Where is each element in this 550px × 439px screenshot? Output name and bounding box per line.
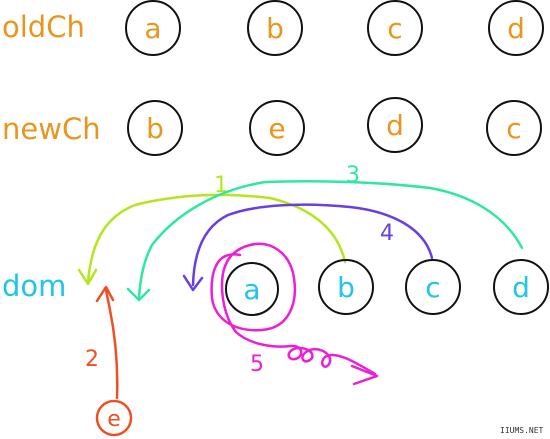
newch-node-b: b — [127, 100, 183, 156]
dom-row-label: dom — [2, 269, 66, 303]
step1-arrow — [86, 193, 347, 284]
newch-row-label: newCh — [2, 112, 101, 146]
oldch-node-b-label: b — [266, 12, 284, 45]
oldch-node-a-label: a — [144, 12, 161, 45]
newch-node-e-label: e — [268, 112, 285, 145]
new-element-e: e — [95, 399, 133, 437]
step2-arrowhead — [95, 285, 115, 303]
step2-arrow — [104, 288, 119, 400]
oldch-node-a: a — [125, 0, 181, 56]
dom-node-d: d — [493, 259, 549, 315]
oldch-node-c: c — [367, 0, 423, 56]
watermark: IIUMS.NET — [500, 426, 544, 435]
step3-label: 3 — [346, 163, 360, 188]
newch-node-c: c — [486, 100, 542, 156]
dom-node-b: b — [318, 259, 374, 315]
newch-node-d-label: d — [386, 109, 404, 142]
oldch-row-label: oldCh — [2, 10, 85, 44]
newch-node-c-label: c — [506, 112, 521, 145]
dom-node-c-label: c — [425, 271, 440, 304]
newch-node-d: d — [367, 97, 423, 153]
dom-node-b-label: b — [337, 271, 355, 304]
step5-arrowhead — [350, 364, 379, 386]
step5-loop-arrow — [210, 242, 377, 376]
step4-label: 4 — [380, 221, 394, 246]
step5-label: 5 — [250, 352, 264, 377]
step1-arrowhead — [77, 268, 98, 286]
oldch-node-b: b — [247, 0, 303, 56]
dom-node-d-label: d — [512, 271, 530, 304]
oldch-node-d: d — [488, 0, 544, 56]
newch-node-b-label: b — [146, 112, 164, 145]
dom-node-a: a — [225, 262, 279, 316]
oldch-node-c-label: c — [387, 12, 402, 45]
dom-node-a-label: a — [243, 273, 260, 306]
dom-node-c: c — [405, 259, 461, 315]
step3-arrow — [137, 180, 524, 300]
step4-arrow — [191, 203, 434, 287]
step2-label: 2 — [85, 347, 99, 372]
step4-arrowhead — [182, 274, 204, 292]
oldch-node-d-label: d — [507, 12, 525, 45]
step3-arrowhead — [126, 287, 151, 302]
newch-node-e: e — [249, 100, 305, 156]
new-element-e-label: e — [107, 407, 121, 432]
